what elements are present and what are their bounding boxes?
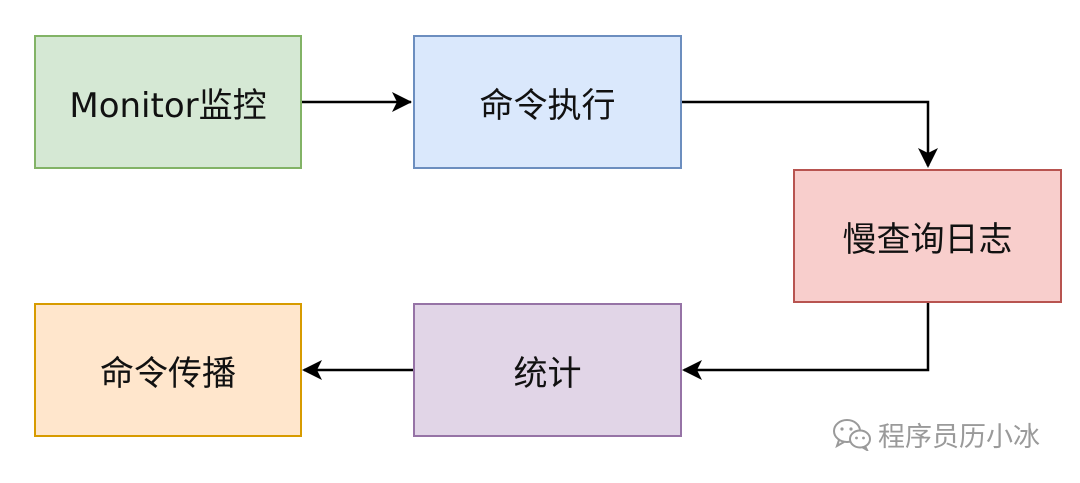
node-command-execution: 命令执行: [413, 35, 682, 169]
node-command-propagation: 命令传播: [34, 303, 302, 437]
edge-exec-to-slowlog-head: [918, 148, 938, 168]
node-statistics: 统计: [413, 303, 682, 437]
edge-slowlog-to-stats-head: [682, 360, 702, 380]
edge-stats-to-propagate-head: [302, 360, 322, 380]
edge-exec-to-slowlog: [682, 100, 930, 166]
node-slow-query-log: 慢查询日志: [793, 169, 1062, 303]
wechat-icon: [832, 417, 872, 451]
node-command-propagation-label: 命令传播: [100, 353, 236, 394]
node-monitor-label: Monitor监控: [69, 85, 267, 126]
node-statistics-label: 统计: [513, 353, 582, 394]
node-command-execution-label: 命令执行: [479, 85, 616, 126]
edge-monitor-to-exec-head: [392, 92, 412, 112]
watermark: 程序员历小冰: [832, 412, 1040, 456]
watermark-text: 程序员历小冰: [878, 421, 1040, 453]
node-monitor: Monitor监控: [34, 35, 302, 169]
node-slow-query-log-label: 慢查询日志: [842, 219, 1013, 260]
edge-slowlog-to-stats: [684, 303, 930, 372]
